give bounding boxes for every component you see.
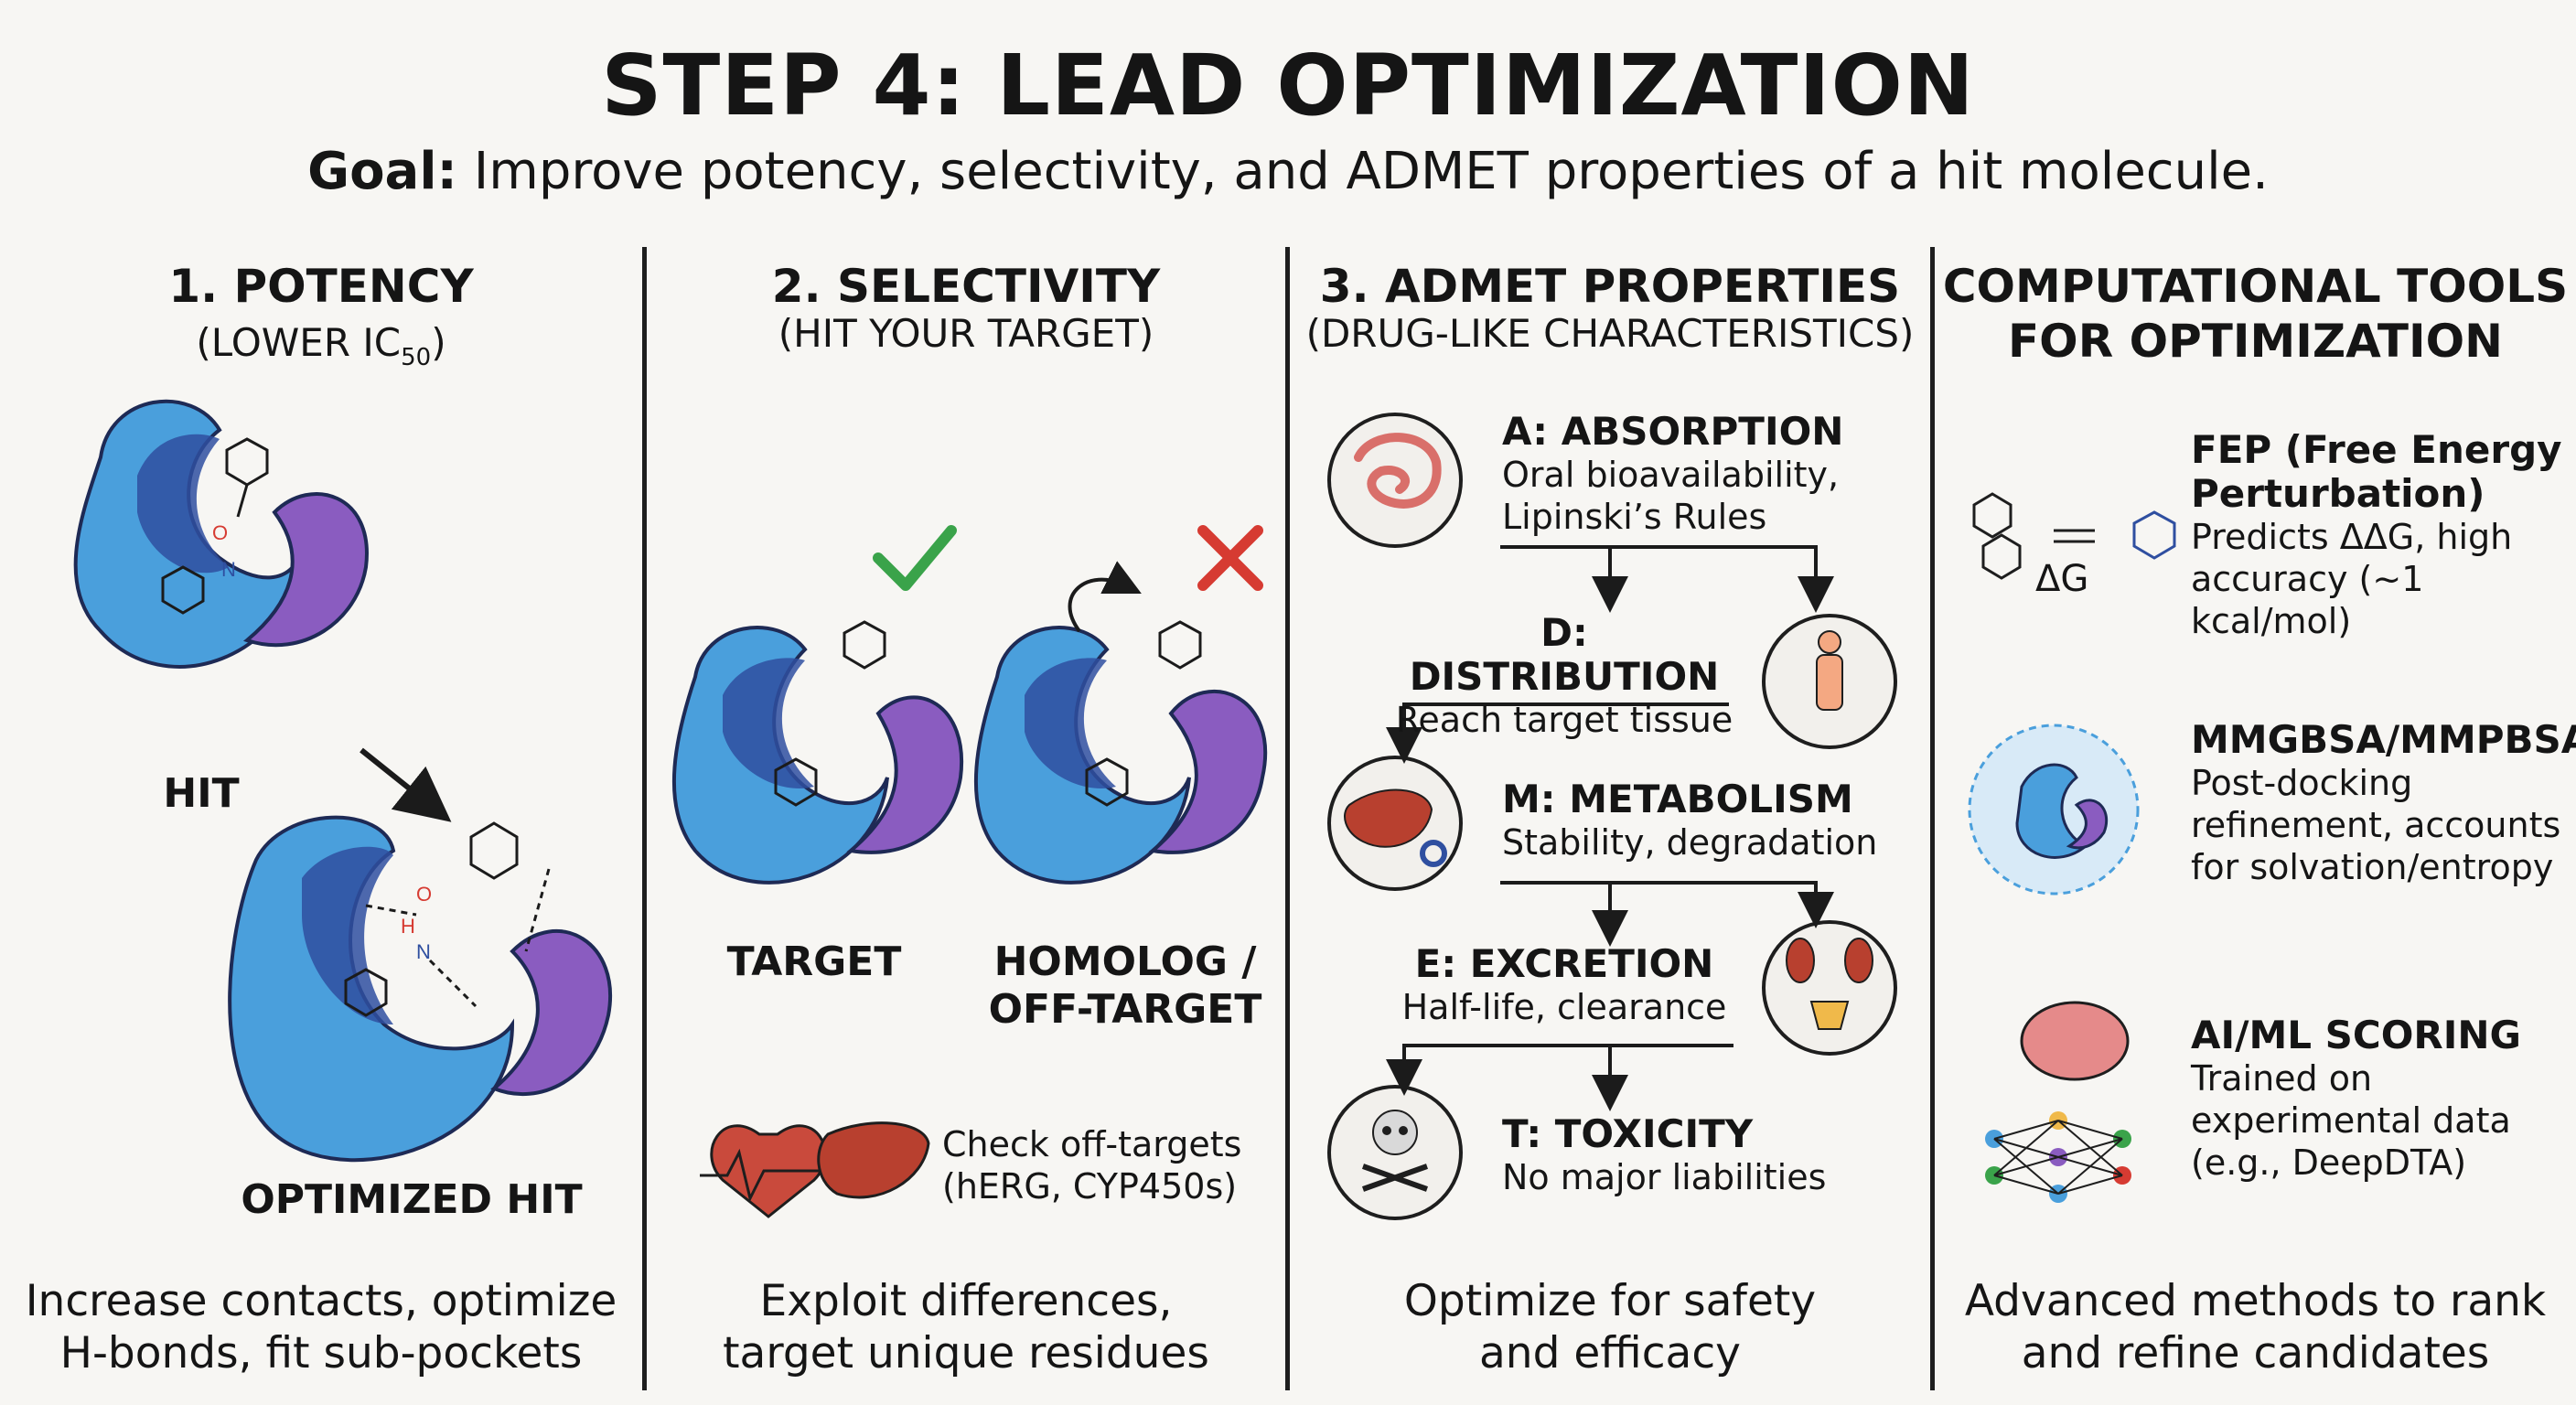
fep-tool: FEP (Free Energy Perturbation) Predicts … <box>2191 427 2562 642</box>
admet-heading: 3. ADMET PROPERTIES <box>1319 260 1901 313</box>
svg-text:O: O <box>212 521 228 544</box>
excretion-circle <box>1762 920 1897 1056</box>
cross-icon <box>1197 525 1263 591</box>
brain-network-icon <box>1985 1001 2131 1203</box>
ai-ml-tool: AI/ML SCORING Trained on experimental da… <box>2191 1013 2522 1184</box>
absorption-stage: A: ABSORPTION Oral bioavailability, Lipi… <box>1502 409 1844 538</box>
optimized-hit-label: OPTIMIZED HIT <box>241 1176 583 1223</box>
potency-heading: 1. POTENCY <box>168 260 474 313</box>
potency-subheading: (LOWER IC50) <box>196 320 446 371</box>
admet-subheading: (DRUG-LIKE CHARACTERISTICS) <box>1305 311 1915 356</box>
solvated-protein-icon <box>1968 724 2140 896</box>
target-label: TARGET <box>726 938 902 985</box>
goal-statement: Goal: Improve potency, selectivity, and … <box>0 142 2576 201</box>
excretion-stage: E: EXCRETION Half-life, clearance <box>1401 941 1727 1028</box>
svg-text:H: H <box>401 915 415 938</box>
admet-flow-arrows <box>1386 545 1834 1111</box>
hit-protein-icon: O N <box>73 399 369 669</box>
column-divider-1 <box>642 247 647 1390</box>
hit-to-optimized-arrow <box>360 747 452 822</box>
selectivity-footer: Exploit differences,target unique residu… <box>723 1276 1209 1378</box>
column-divider-2 <box>1285 247 1290 1390</box>
absorption-circle <box>1327 413 1463 548</box>
liver-icon <box>817 1121 930 1199</box>
svg-text:O: O <box>416 883 432 906</box>
svg-text:N: N <box>416 940 431 963</box>
column-divider-3 <box>1930 247 1935 1390</box>
mmgbsa-tool: MMGBSA/MMPBSA Post-docking refinement, a… <box>2191 717 2576 888</box>
off-target-check-note: Check off-targets(hERG, CYP450s) <box>942 1124 1242 1207</box>
heart-icon <box>700 1124 827 1218</box>
check-icon <box>873 525 957 591</box>
hit-label: HIT <box>163 770 240 817</box>
selectivity-subheading: (HIT YOUR TARGET) <box>778 311 1154 356</box>
homolog-protein-icon <box>973 620 1268 885</box>
selectivity-heading: 2. SELECTIVITY <box>771 260 1161 313</box>
toxicity-stage: T: TOXICITY No major liabilities <box>1502 1111 1827 1198</box>
page-title: STEP 4: LEAD OPTIMIZATION <box>601 37 1975 134</box>
optimized-protein-icon: O H N <box>228 815 612 1163</box>
svg-text:N: N <box>221 558 236 581</box>
goal-label: Goal: <box>307 142 457 201</box>
clash-arrow <box>1068 561 1142 633</box>
fep-delta-g-label: ΔG <box>2035 558 2089 600</box>
distribution-stage: D: DISTRIBUTION Reach target tissue <box>1395 610 1733 741</box>
goal-text: Improve potency, selectivity, and ADMET … <box>473 142 2269 201</box>
toxicity-circle <box>1327 1085 1463 1220</box>
target-protein-icon <box>671 620 964 885</box>
metabolism-stage: M: METABOLISM Stability, degradation <box>1502 777 1878 863</box>
homolog-label: HOMOLOG /OFF-TARGET <box>988 938 1262 1033</box>
distribution-circle <box>1762 614 1897 749</box>
metabolism-circle <box>1327 756 1463 891</box>
molecule-equilibrium-icon <box>1972 492 2176 580</box>
